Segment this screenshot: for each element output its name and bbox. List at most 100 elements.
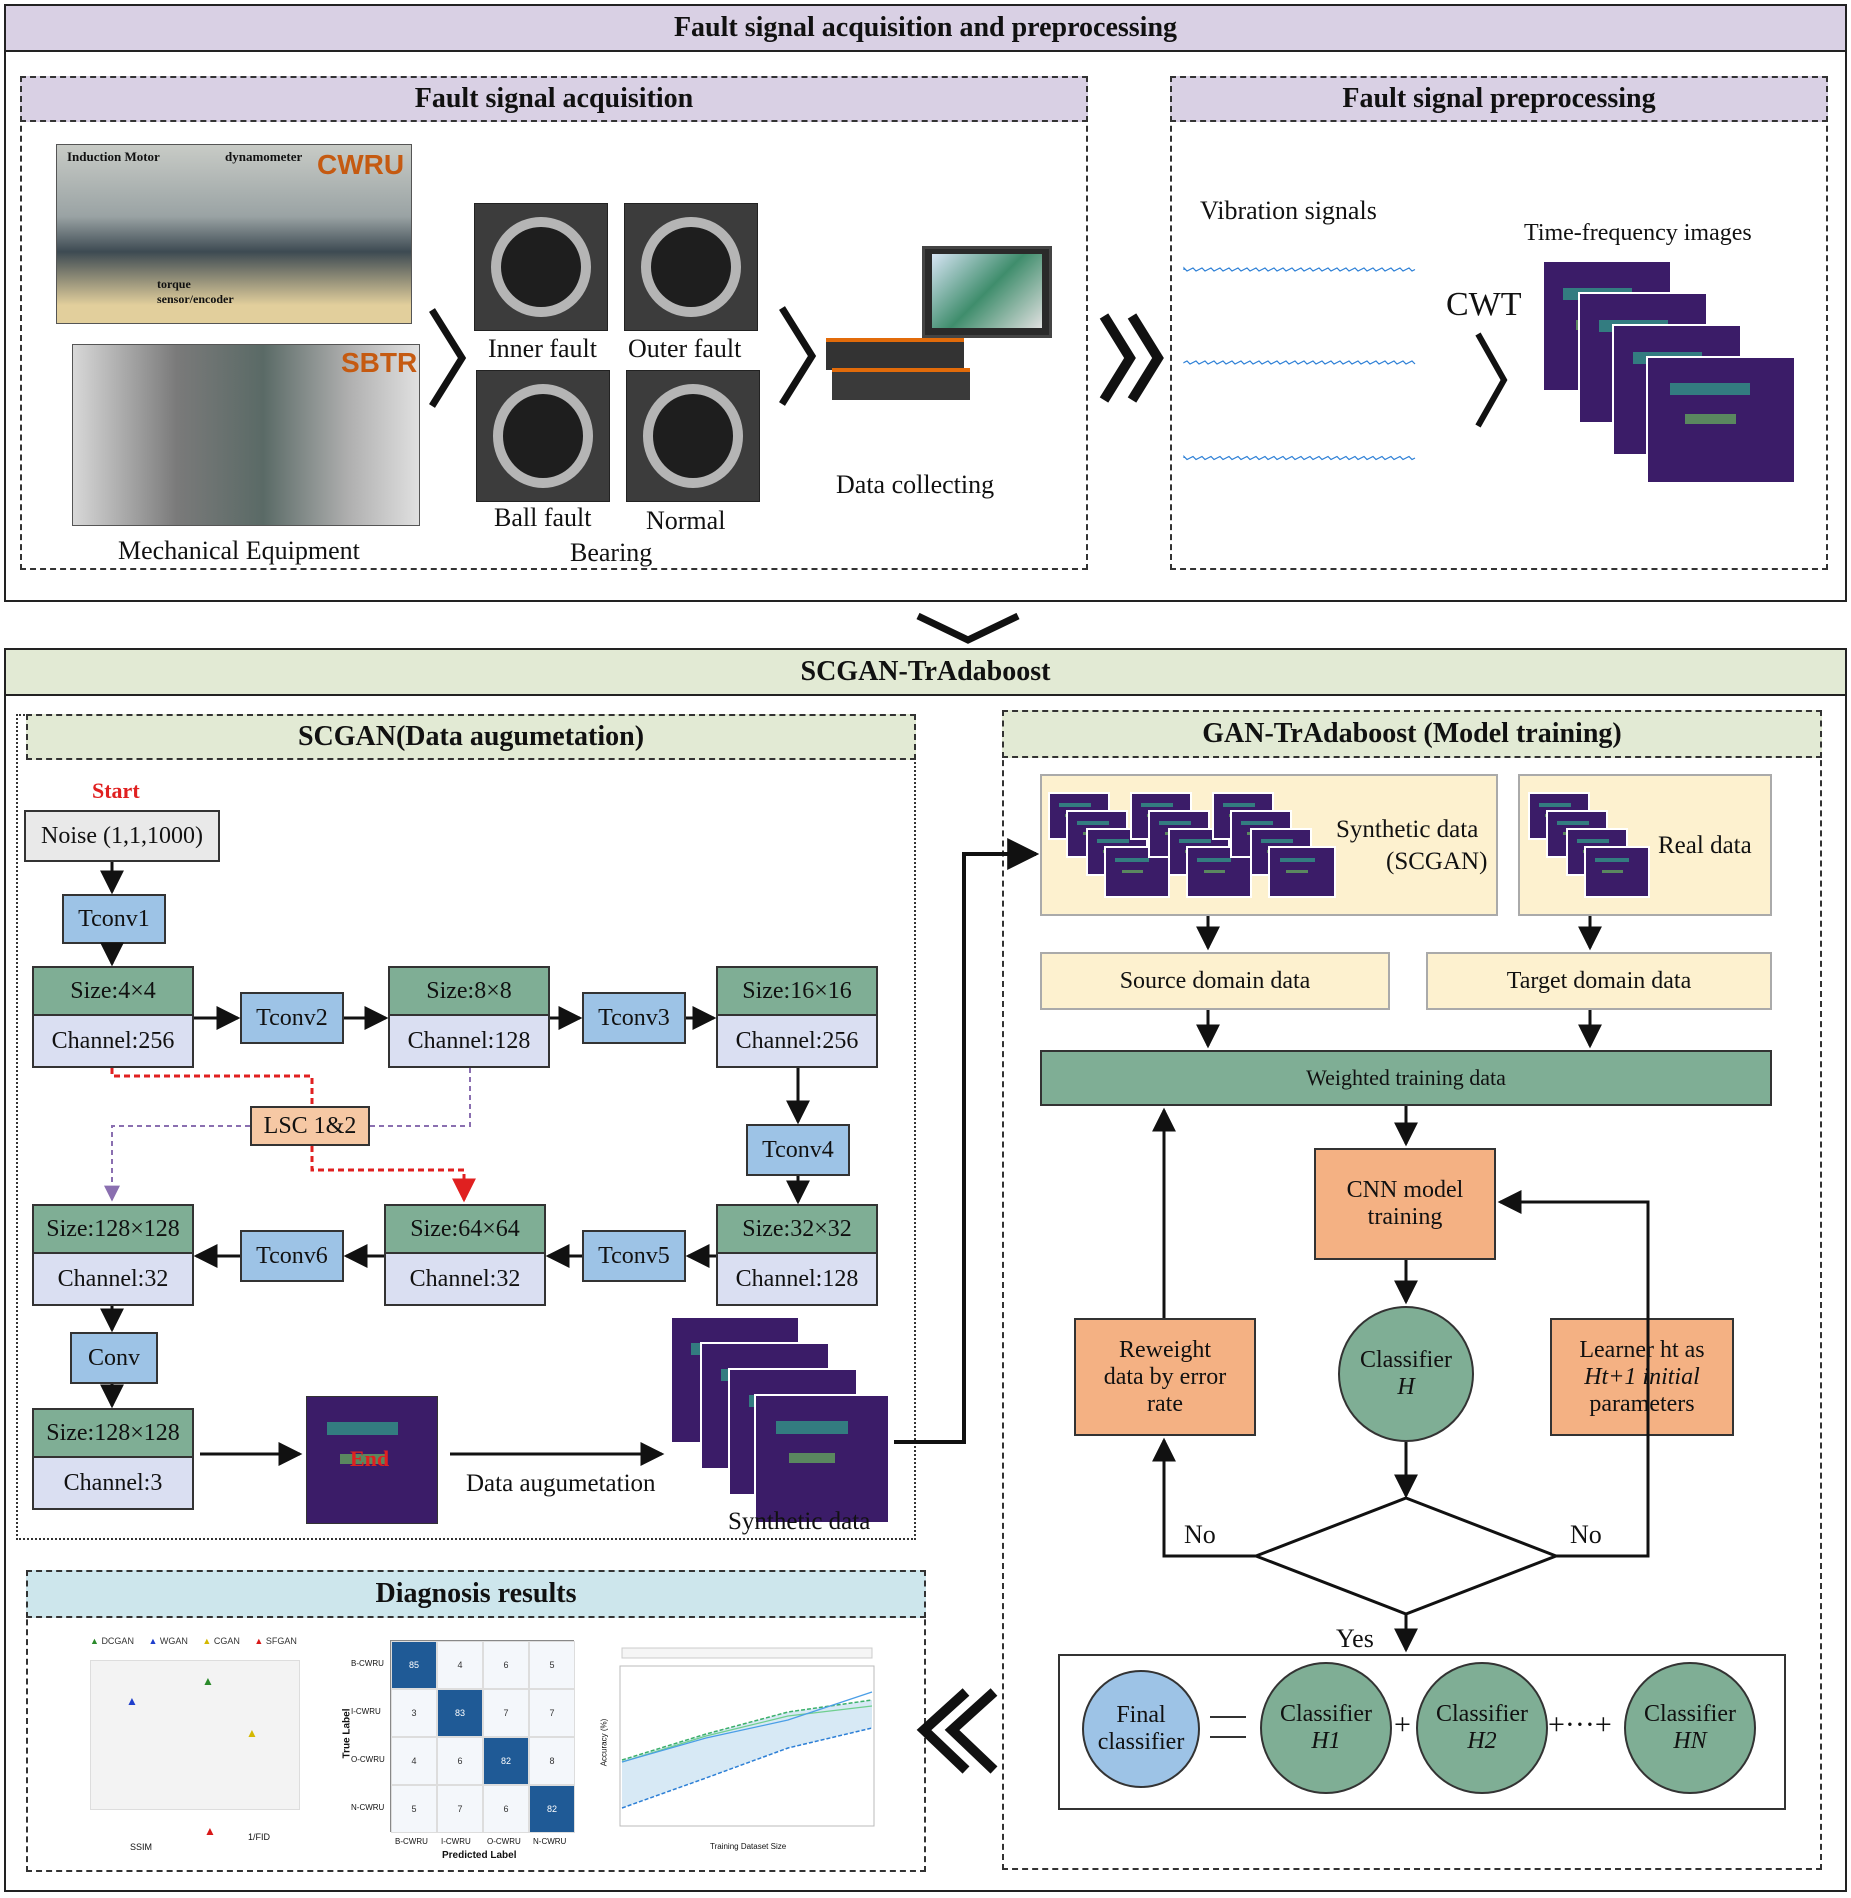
bearing-label-normal: Normal	[646, 506, 726, 535]
scatter-legend-2: WGAN	[159, 1636, 188, 1646]
acquisition-title-text: Fault signal acquisition	[414, 83, 694, 114]
data-collecting-label: Data collecting	[836, 470, 995, 499]
scatter-legend-1: DCGAN	[101, 1636, 134, 1646]
end-image	[306, 1396, 438, 1524]
tconv1-box: Tconv1	[62, 894, 166, 944]
classifier-h-name: Classifier	[1360, 1347, 1452, 1373]
cm-cell: 83	[437, 1689, 483, 1737]
source-domain-box: Source domain data	[1040, 952, 1390, 1010]
h2-name: Classifier	[1436, 1701, 1528, 1727]
scgan-tradaboost-section	[4, 648, 1847, 1892]
scatter-point-dcgan: ▲	[202, 1674, 214, 1688]
block3-channel: Channel:256	[716, 1016, 878, 1068]
tf-image-4	[1646, 356, 1796, 484]
tconv4-box: Tconv4	[746, 1124, 850, 1176]
scatter-y-label: 1/FID	[248, 1832, 271, 1842]
acquisition-preprocessing-section	[4, 4, 1847, 602]
cm-cell: 82	[483, 1737, 529, 1785]
synthetic-data-title: Synthetic data	[1336, 816, 1479, 843]
h1-name: Classifier	[1280, 1701, 1372, 1727]
real-thumb-4	[1584, 846, 1650, 898]
data-acquisition-hardware-photo	[826, 246, 1058, 422]
synth-thumb-12	[1268, 846, 1336, 898]
cm-row-label: B-CWRU	[351, 1659, 384, 1668]
target-domain-box: Target domain data	[1426, 952, 1772, 1010]
section-title-text: Fault signal acquisition and preprocessi…	[673, 12, 1178, 43]
classifier-h-symbol: H	[1397, 1374, 1415, 1400]
final-line2: classifier	[1097, 1729, 1185, 1755]
synthetic-data-label: Synthetic data	[728, 1508, 871, 1535]
block7-channel: Channel:3	[32, 1458, 194, 1510]
scatter-point-wgan: ▲	[126, 1694, 138, 1708]
equals-sign	[1210, 1716, 1246, 1738]
weighted-training-box: Weighted training data	[1040, 1050, 1772, 1106]
sbtr-label: SBTR	[341, 347, 418, 378]
block4-channel: Channel:128	[716, 1254, 878, 1306]
tconv3-box: Tconv3	[582, 992, 686, 1044]
data-augmentation-label: Data augumetation	[466, 1470, 656, 1497]
cm-row-label: I-CWRU	[351, 1707, 381, 1716]
h1-symbol: H1	[1311, 1728, 1341, 1754]
iteration-line1: Iteration times	[1342, 1525, 1470, 1550]
learner-box: Learner ht as Ht+1 initial parameters	[1550, 1318, 1734, 1436]
block4-size: Size:32×32	[716, 1204, 878, 1254]
acquisition-title: Fault signal acquisition	[20, 76, 1088, 122]
classifier-hn-node: Classifier HN	[1624, 1662, 1756, 1794]
real-data-label: Real data	[1658, 832, 1752, 859]
scgan-tradaboost-title-text: SCGAN-TrAdaboost	[800, 656, 1051, 687]
ensemble-box	[1058, 1654, 1786, 1810]
tconv2-box: Tconv2	[240, 992, 344, 1044]
cm-col-label: B-CWRU	[395, 1837, 428, 1846]
tconv6-box: Tconv6	[240, 1230, 344, 1282]
bearing-normal-photo	[626, 370, 760, 502]
line-ylabel: Accuracy (%)	[599, 1718, 609, 1767]
block2-channel: Channel:128	[388, 1016, 550, 1068]
motor-label: Induction Motor	[67, 149, 160, 164]
plus-sign-1: +	[1394, 1708, 1411, 1741]
cm-row-label: N-CWRU	[351, 1803, 385, 1812]
cm-row-label: O-CWRU	[351, 1755, 385, 1764]
yes-label: Yes	[1336, 1624, 1374, 1653]
gan-tradaboost-title-text: GAN-TrAdaboost (Model training)	[1202, 718, 1622, 749]
bearing-ball-fault-photo	[476, 370, 610, 502]
scgan-tradaboost-title: SCGAN-TrAdaboost	[6, 650, 1845, 696]
no-right-label: No	[1570, 1520, 1602, 1549]
learner-line1: Learner ht as	[1579, 1336, 1705, 1363]
line-xlabel: Training Dataset Size	[710, 1842, 787, 1851]
cm-col-label: I-CWRU	[441, 1837, 471, 1846]
cm-cell: 3	[391, 1689, 437, 1737]
cm-cell: 6	[483, 1641, 529, 1689]
tconv5-box: Tconv5	[582, 1230, 686, 1282]
cm-cell: 85	[391, 1641, 437, 1689]
scatter3d-plot: ▲ DCGAN ▲ WGAN ▲ CGAN ▲ SFGAN ▲ ▲ ▲ ▲ SS…	[70, 1636, 334, 1862]
cm-cell: 6	[437, 1737, 483, 1785]
bearing-label-outer: Outer fault	[628, 334, 742, 363]
cwru-label: CWRU	[317, 149, 405, 180]
reweight-line2: data by error	[1103, 1363, 1227, 1390]
cm-xlabel: Predicted Label	[442, 1850, 517, 1861]
classifier-h-node: Classifier H	[1338, 1306, 1474, 1442]
scgan-title: SCGAN(Data augumetation)	[26, 714, 916, 760]
scgan-title-text: SCGAN(Data augumetation)	[297, 721, 645, 752]
synth-thumb-8	[1186, 846, 1252, 898]
hn-symbol: HN	[1673, 1728, 1707, 1754]
block6-channel: Channel:32	[32, 1254, 194, 1306]
block1-size: Size:4×4	[32, 966, 194, 1016]
cwru-test-rig-photo: Induction Motor dynamometer CWRU torque …	[56, 144, 412, 324]
reweight-box: Reweight data by error rate	[1074, 1318, 1256, 1436]
classifier-h2-node: Classifier H2	[1416, 1662, 1548, 1794]
iteration-line2: increase to N ?	[1340, 1553, 1472, 1578]
accuracy-line-chart: Training Dataset Size Accuracy (%)	[598, 1642, 880, 1856]
mechanical-equipment-label: Mechanical Equipment	[118, 536, 360, 565]
line-chart-svg	[619, 1647, 875, 1827]
cm-cell: 6	[483, 1785, 529, 1833]
block2-size: Size:8×8	[388, 966, 550, 1016]
bearing-inner-fault-photo	[474, 203, 608, 331]
classifier-h1-node: Classifier H1	[1260, 1662, 1392, 1794]
scatter-x-label: SSIM	[130, 1842, 153, 1852]
bearing-outer-fault-photo	[624, 203, 758, 331]
iteration-decision-text: Iteration times increase to N ?	[1310, 1524, 1502, 1580]
preprocessing-title-text: Fault signal preprocessing	[1342, 83, 1656, 114]
final-line1: Final	[1116, 1702, 1166, 1728]
